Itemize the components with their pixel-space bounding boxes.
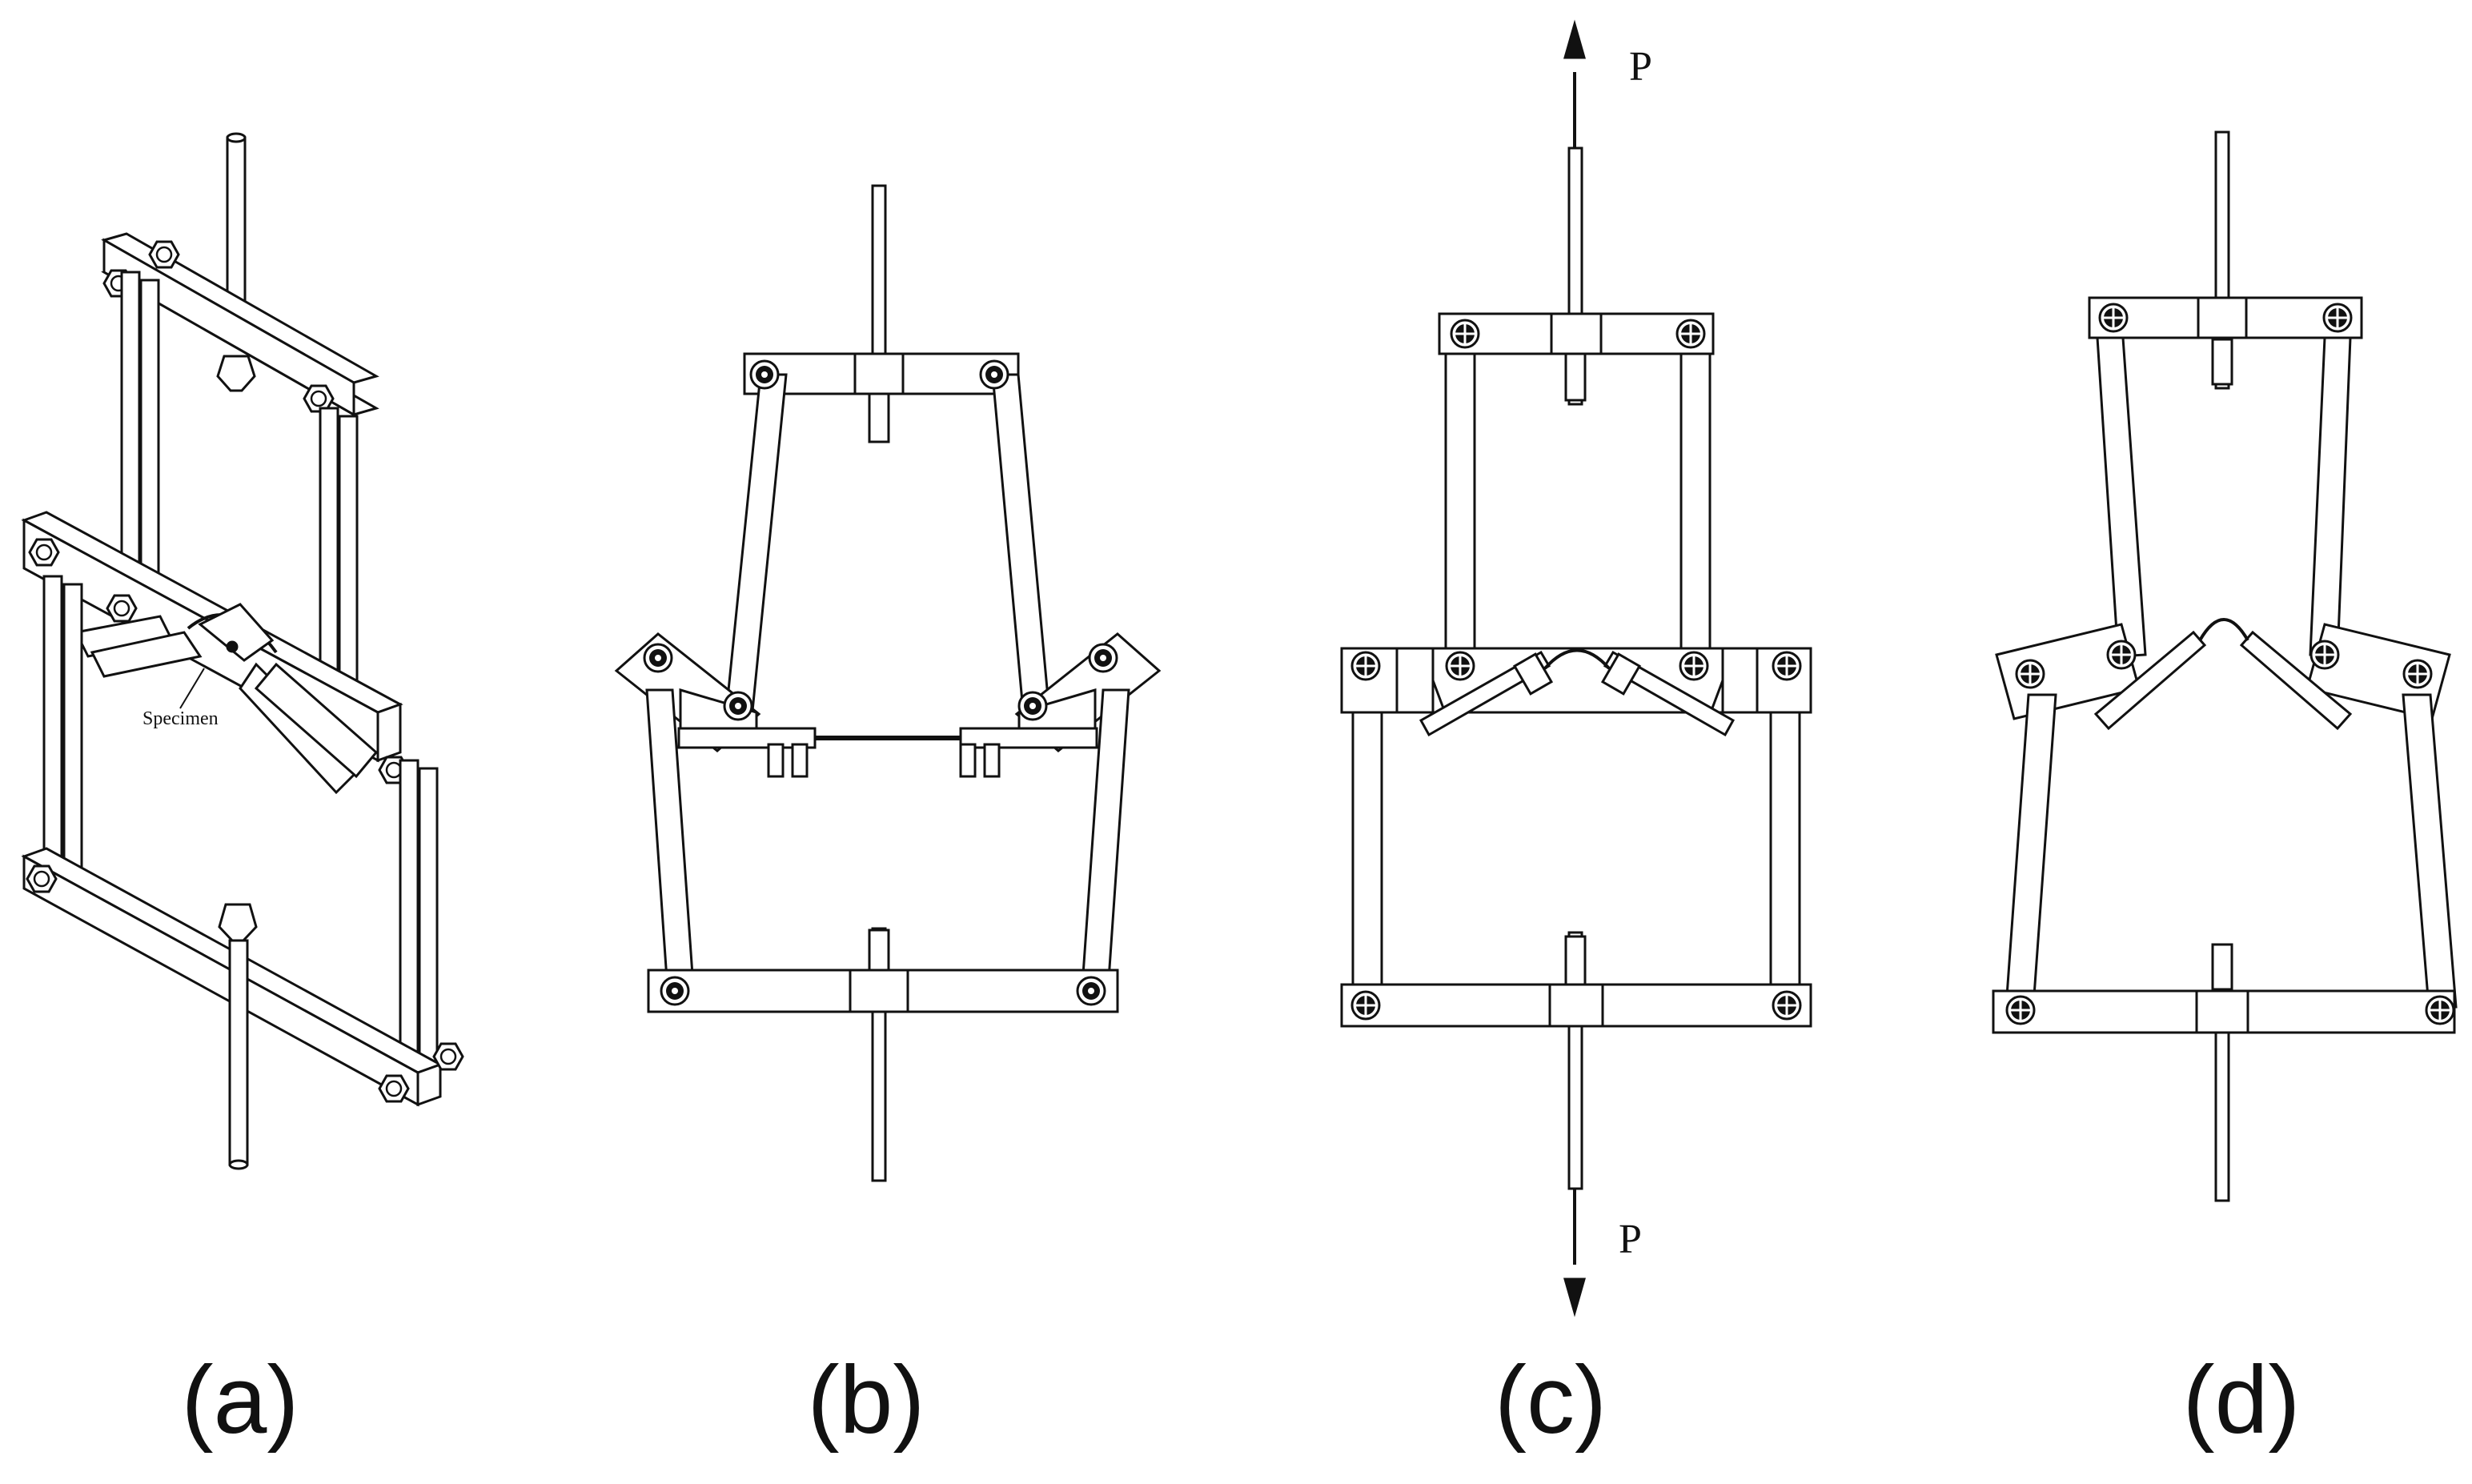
- panel-b-drawing: [614, 184, 1162, 1182]
- panel-d-drawing: [1992, 130, 2458, 1202]
- panel-label-a: (a): [182, 1346, 299, 1454]
- panel-label-d: (d): [2183, 1346, 2301, 1454]
- specimen-label: Specimen: [142, 708, 219, 729]
- load-label-bottom: P: [1619, 1217, 1642, 1262]
- panel-a-drawing: [21, 132, 464, 1170]
- panel-label-b: (b): [808, 1346, 925, 1454]
- panel-c-drawing: [1340, 19, 1812, 1318]
- panel-label-c: (c): [1495, 1346, 1607, 1454]
- load-label-top: P: [1629, 44, 1652, 90]
